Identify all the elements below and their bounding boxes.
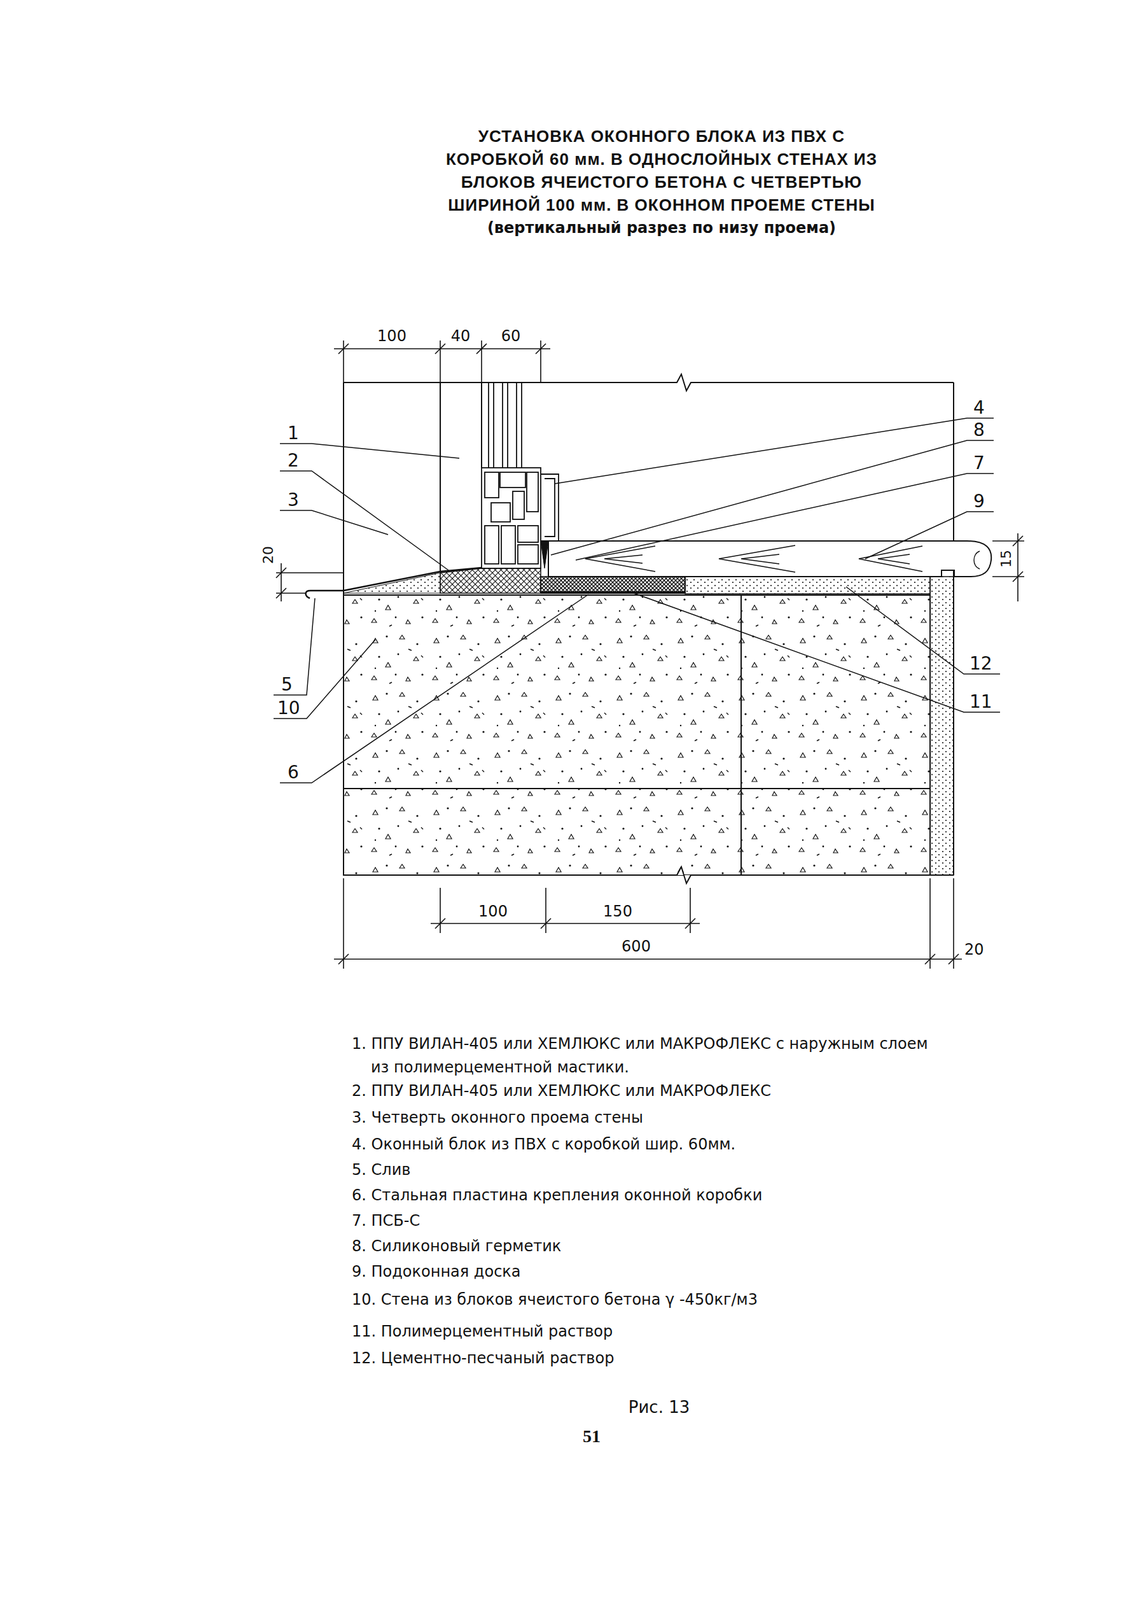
drawing-part xyxy=(517,544,539,564)
drawing-part xyxy=(501,525,516,564)
drawing-part xyxy=(1012,535,1023,582)
legend-item: 1. ППУ ВИЛАН-405 или ХЕМЛЮКС или МАКРОФЛ… xyxy=(351,1031,944,1079)
steel-plate xyxy=(540,590,686,594)
drawing-part xyxy=(488,382,522,470)
callout-number: 4 xyxy=(973,396,985,419)
slope-fill xyxy=(343,572,441,593)
dimension-line xyxy=(333,877,962,969)
drawing-part xyxy=(279,594,589,783)
page-number: 51 xyxy=(582,1425,601,1447)
polymer-mortar xyxy=(540,576,686,593)
legend-item: 2. ППУ ВИЛАН-405 или ХЕМЛЮКС или МАКРОФЛ… xyxy=(351,1081,772,1100)
drawing-part xyxy=(484,472,499,498)
callout-number: 1 xyxy=(287,422,299,445)
dimension-text: 40 xyxy=(451,326,471,346)
callout-number: 12 xyxy=(969,652,993,675)
dimension-text: 100 xyxy=(478,902,508,921)
drawing-part xyxy=(846,586,1001,674)
drawing-part xyxy=(338,343,546,354)
callout-number: 9 xyxy=(973,490,985,513)
drawing-part xyxy=(512,491,525,520)
legend-item: 3. Четверть оконного проема стены xyxy=(351,1108,644,1127)
dimension-text: 15 xyxy=(998,549,1015,568)
foam-fill xyxy=(440,568,541,593)
drawing-part xyxy=(526,472,539,512)
dimension-line xyxy=(992,533,1025,602)
drawing-part xyxy=(279,510,389,535)
callout-number: 7 xyxy=(973,452,985,474)
legend-item: 8. Силиконовый герметик xyxy=(351,1236,562,1256)
drawing-part xyxy=(626,590,1001,712)
sill-board xyxy=(548,540,992,577)
drawing-part xyxy=(517,525,539,543)
plaster xyxy=(930,576,954,875)
break-line xyxy=(343,374,954,391)
dimension-text: 20 xyxy=(964,940,985,959)
drawing-part xyxy=(273,597,315,695)
dimension-text: 600 xyxy=(621,937,651,956)
drawing-part xyxy=(279,470,449,570)
sealant xyxy=(540,540,549,569)
quarter-line xyxy=(439,382,441,573)
drawing-part xyxy=(491,502,511,522)
drawing-part xyxy=(484,525,499,564)
callout-number: 5 xyxy=(281,673,293,696)
cement-mortar xyxy=(685,576,931,594)
aerated-concrete-wall xyxy=(343,594,931,875)
callout-number: 6 xyxy=(287,761,299,784)
callout-number: 2 xyxy=(287,449,299,472)
drawing-part xyxy=(276,563,344,602)
drawing-part xyxy=(430,887,700,933)
drawing-title: УСТАНОВКА ОКОННОГО БЛОКА ИЗ ПВХ С КОРОБК… xyxy=(438,124,885,217)
drawing-part xyxy=(273,639,376,719)
legend-item: 5. Слив xyxy=(351,1160,411,1179)
drawing-part xyxy=(276,567,287,598)
drawing-part xyxy=(544,478,555,537)
frame-gap-line xyxy=(480,382,483,468)
drawing-part xyxy=(279,443,460,459)
drawing-subtitle: (вертикальный разрез по низу проема) xyxy=(487,218,836,238)
dimension-text: 150 xyxy=(603,902,633,921)
legend-item: 9. Подоконная доска xyxy=(351,1262,522,1281)
dimension-text: 100 xyxy=(377,326,407,346)
drawing-part xyxy=(481,467,541,569)
dimension-text: 20 xyxy=(260,545,277,564)
break-line xyxy=(343,866,954,883)
drawing-part xyxy=(865,511,994,559)
wood-grain xyxy=(585,545,980,572)
leader-line xyxy=(273,417,1001,783)
drawing-part xyxy=(333,877,962,969)
callout-number: 3 xyxy=(287,489,299,511)
legend-item: 12. Цементно-песчаный раствор xyxy=(351,1348,614,1368)
legend-item: 7. ПСБ-С xyxy=(351,1211,420,1230)
drawing-part xyxy=(540,473,559,541)
drawing-part xyxy=(550,440,994,555)
legend-item: 6. Стальная пластина крепления оконной к… xyxy=(351,1185,763,1205)
dimension-line xyxy=(276,563,344,602)
drawing-part xyxy=(500,472,526,488)
callout-number: 10 xyxy=(277,697,301,719)
figure-caption: Рис. 13 xyxy=(628,1397,690,1417)
callout-number: 11 xyxy=(969,690,993,713)
window-frame xyxy=(481,382,559,569)
drawing-part xyxy=(575,473,994,560)
drawing-part xyxy=(338,953,959,964)
drawing-part xyxy=(333,340,551,383)
callout-number: 8 xyxy=(973,419,985,441)
drawing-part xyxy=(435,917,696,929)
drawing xyxy=(273,340,1025,969)
block-joint xyxy=(343,594,931,875)
dimension-line xyxy=(333,340,551,383)
legend-item: 11. Полимерцементный раствор xyxy=(351,1321,613,1341)
dimension-text: 60 xyxy=(501,326,522,346)
drawing-part xyxy=(992,533,1025,602)
legend-item: 10. Стена из блоков ячеистого бетона γ -… xyxy=(351,1290,758,1309)
legend-item: 4. Оконный блок из ПВХ с коробкой шир. 6… xyxy=(351,1134,736,1154)
